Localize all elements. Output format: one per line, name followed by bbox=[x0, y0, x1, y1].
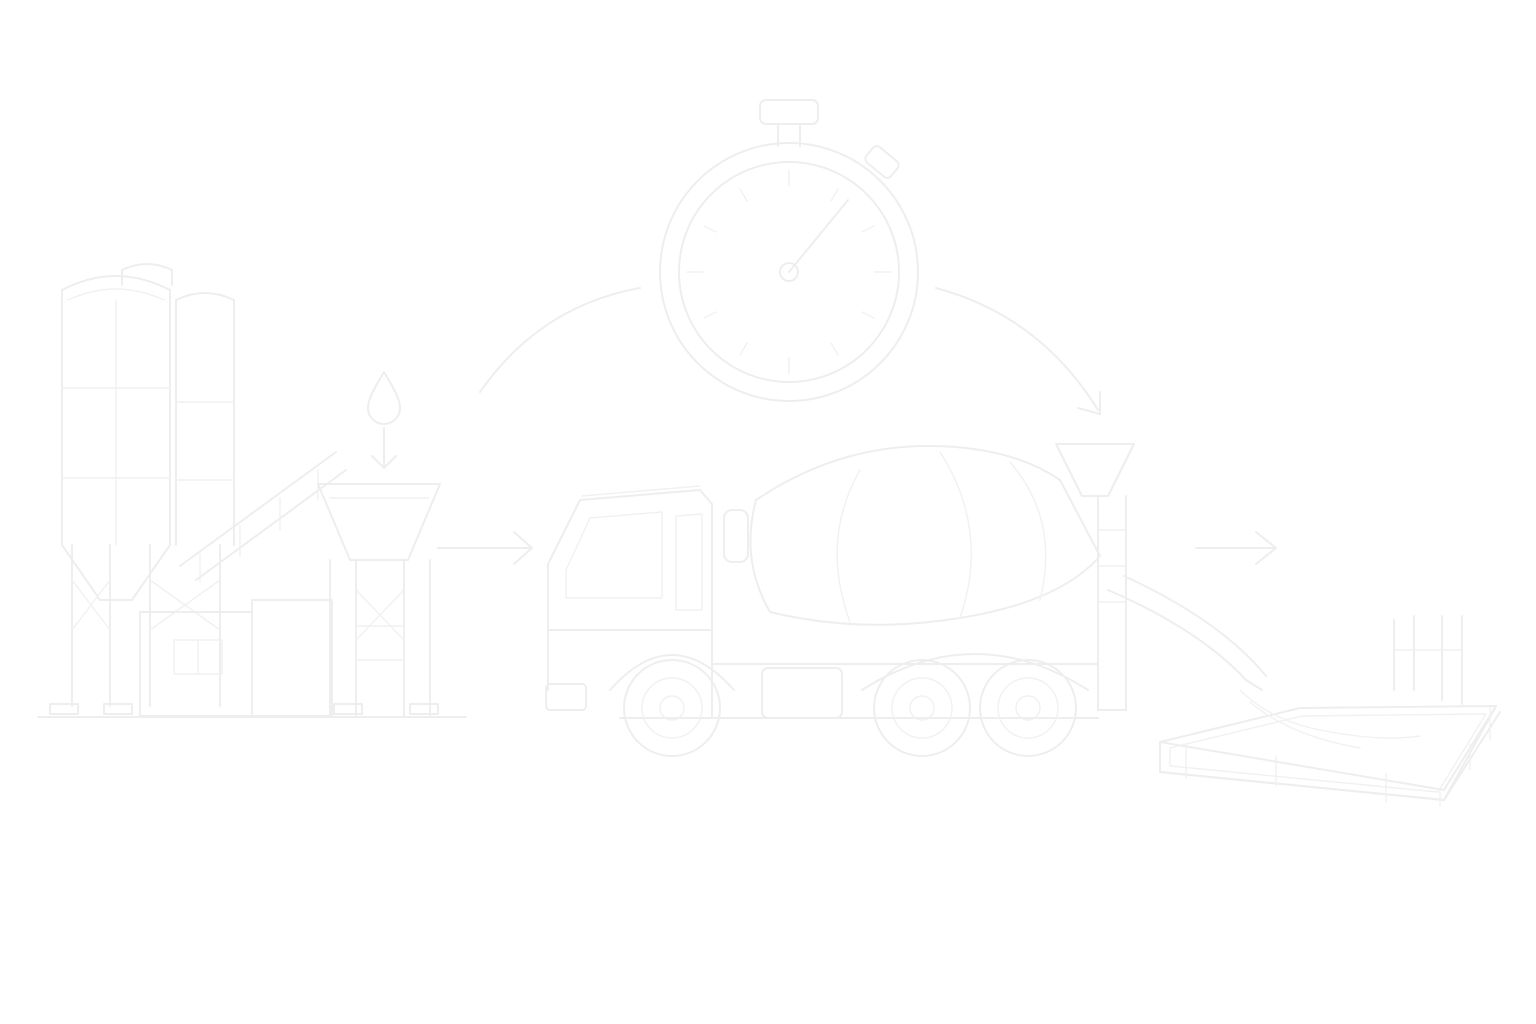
truck-wheels bbox=[623, 659, 1077, 757]
curved-arrow-icon bbox=[479, 287, 1101, 415]
stopwatch-ticks bbox=[686, 169, 892, 375]
formwork-pour-site-icon bbox=[1159, 615, 1501, 807]
concrete-mixer-truck-icon bbox=[545, 443, 1267, 757]
batching-plant-icon bbox=[37, 263, 467, 718]
arrow-right-icon bbox=[1195, 531, 1277, 565]
stopwatch-icon bbox=[659, 99, 919, 402]
arrow-right-icon bbox=[437, 531, 533, 565]
